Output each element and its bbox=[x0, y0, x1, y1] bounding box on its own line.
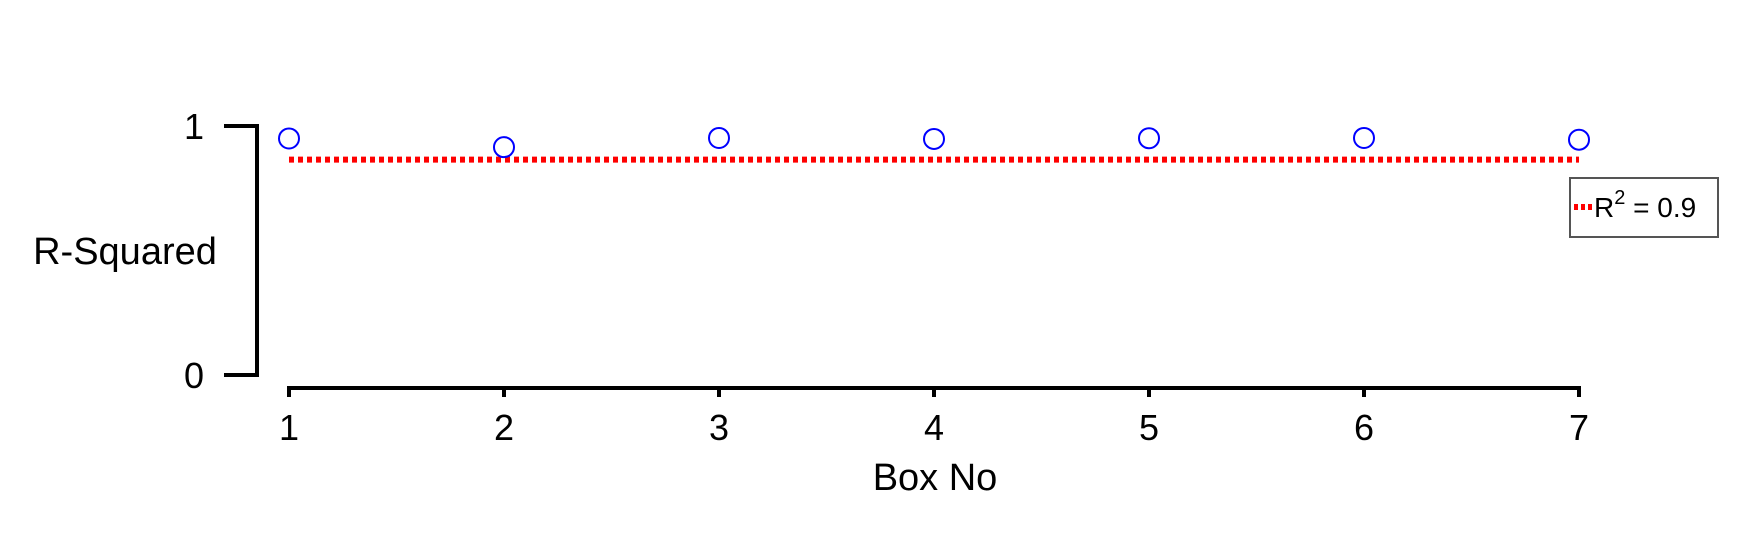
data-point-0-0 bbox=[278, 127, 300, 150]
data-point-0-3 bbox=[923, 127, 945, 150]
y-tick-label-0: 0 bbox=[184, 355, 204, 396]
x-tick-label-2: 3 bbox=[709, 407, 729, 448]
legend-label: R2 = 0.9 bbox=[1594, 187, 1696, 223]
x-tick-label-1: 2 bbox=[494, 407, 514, 448]
data-point-0-5 bbox=[1353, 126, 1375, 149]
y-tick-label-1: 1 bbox=[184, 106, 204, 147]
legend-box bbox=[1569, 177, 1719, 238]
x-tick-label-6: 7 bbox=[1569, 407, 1589, 448]
data-point-0-6 bbox=[1568, 128, 1590, 151]
x-tick-label-4: 5 bbox=[1139, 407, 1159, 448]
data-point-0-1 bbox=[493, 136, 515, 159]
data-point-0-4 bbox=[1138, 127, 1160, 150]
legend-label-sup: 2 bbox=[1614, 187, 1625, 209]
legend: R2 = 0.9 bbox=[1569, 177, 1719, 238]
x-tick-label-0: 1 bbox=[279, 407, 299, 448]
data-point-0-2 bbox=[708, 126, 730, 149]
y-axis-title: R-Squared bbox=[33, 231, 217, 273]
data-points bbox=[278, 126, 1590, 159]
y-axis: 01 bbox=[184, 106, 259, 396]
x-tick-label-5: 6 bbox=[1354, 407, 1374, 448]
x-tick-label-3: 4 bbox=[924, 407, 944, 448]
x-axis-title: Box No bbox=[873, 457, 998, 499]
legend-label-base: R bbox=[1594, 192, 1614, 223]
x-axis: 1 2 3 4 5 6 7 bbox=[279, 386, 1589, 448]
legend-label-rest: = 0.9 bbox=[1625, 192, 1696, 223]
